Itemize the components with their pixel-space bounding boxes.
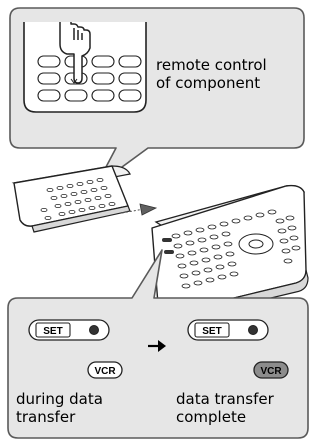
remote-closeup-button (91, 89, 115, 102)
set-button-label-box (35, 322, 71, 338)
remote-closeup-button (91, 55, 115, 68)
set-indicator-complete: SET (187, 319, 269, 341)
arrow-right-icon (148, 340, 166, 352)
set-led-icon (248, 325, 258, 335)
bottom-callout: SET SET VCR VCR (7, 249, 309, 439)
vcr-indicator-pill (253, 361, 289, 379)
set-button-label: SET (43, 326, 62, 337)
remote-closeup-button (37, 89, 61, 102)
top-callout (9, 7, 305, 187)
component-remote-buttons (40, 177, 116, 220)
component-remote-side (31, 205, 131, 233)
during-transfer-caption: during data transfer (16, 390, 103, 426)
pointing-hand-icon (59, 22, 91, 84)
remote-closeup-button (64, 89, 88, 102)
remote-closeup-button (118, 72, 142, 85)
remote-closeup-button (37, 55, 61, 68)
transfer-arrow (121, 203, 158, 216)
main-remote-dpad (238, 233, 274, 255)
remote-closeup-button (91, 72, 115, 85)
component-remote (11, 165, 131, 233)
vcr-indicator-pill (87, 361, 123, 379)
set-indicator-during: SET (28, 319, 110, 341)
component-remote-closeup (23, 22, 147, 113)
remote-closeup-button (118, 89, 142, 102)
vcr-indicator-complete: VCR (253, 361, 289, 379)
vcr-indicator-label: VCR (260, 366, 282, 377)
set-button-label: SET (202, 326, 221, 337)
transfer-complete-caption: data transfer complete (176, 390, 274, 426)
remote-closeup-button (118, 55, 142, 68)
vcr-indicator-label: VCR (94, 366, 116, 377)
remote-closeup-button (37, 72, 61, 85)
callout-top-text: remote control of component (156, 56, 267, 92)
set-button-label-box (194, 322, 230, 338)
set-led-icon (89, 325, 99, 335)
transfer-arrow-head-icon (139, 203, 158, 216)
main-remote-leds (162, 238, 174, 254)
main-remote-buttons (171, 209, 301, 289)
vcr-indicator-during: VCR (87, 361, 123, 379)
press-indicator (70, 78, 78, 84)
